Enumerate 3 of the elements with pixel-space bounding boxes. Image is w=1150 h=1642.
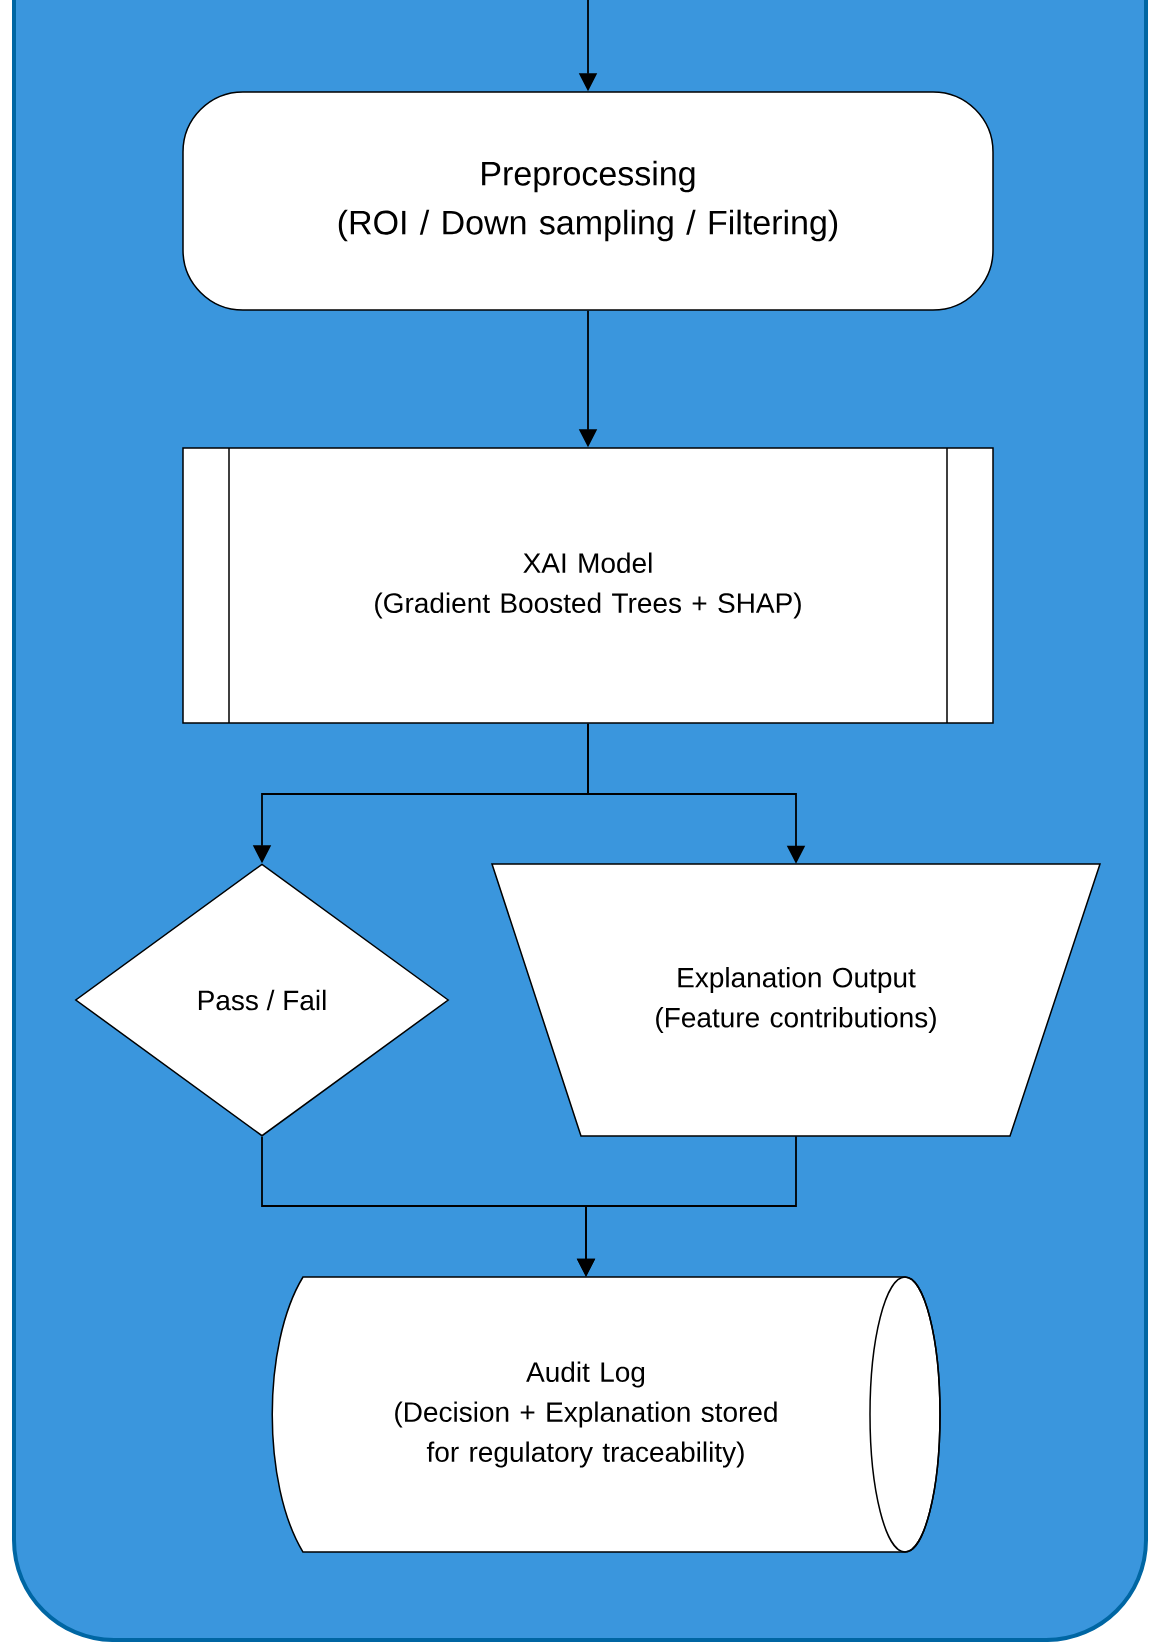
terminal-box: Preprocessing (ROI / Down sampling / Filtering) bbox=[182, 91, 994, 311]
process-box: XAI Model (Gradient Boosted Trees + SHAP) bbox=[182, 447, 994, 724]
storage-cylinder: Audit Log (Decision + Explanation stored for regulatory traceability) bbox=[271, 1276, 941, 1553]
